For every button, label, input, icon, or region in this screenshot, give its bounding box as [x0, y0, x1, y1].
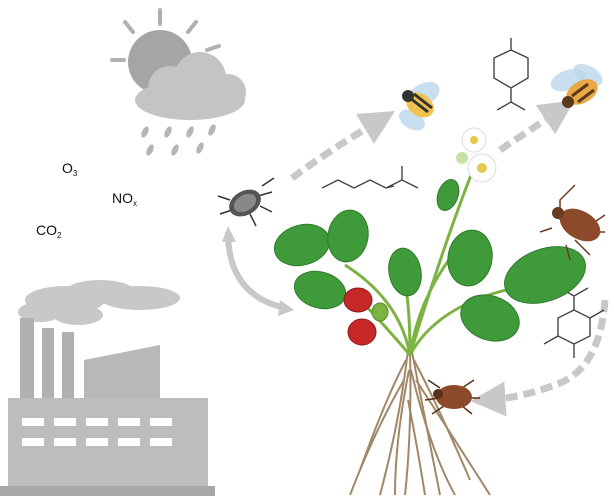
weevil-icon	[539, 184, 606, 261]
bee-icon	[399, 81, 440, 131]
arrow-aphid-to-bee	[289, 110, 396, 181]
interaction-arrows	[289, 100, 609, 417]
nitrogen-oxides-label: NOx	[112, 190, 137, 208]
beetle-icon	[424, 379, 480, 415]
strawberry-plant-icon	[273, 127, 586, 496]
ozone-label: O3	[62, 160, 78, 178]
carbon-dioxide-label: CO2	[36, 222, 62, 240]
cloud-rain-icon	[110, 8, 246, 156]
arrow-aphid-plant-solid	[222, 226, 294, 316]
arrow-weevil-to-beetle	[470, 299, 609, 417]
aphid-icon	[217, 177, 275, 227]
arrow-flower-to-bee	[498, 100, 575, 153]
bee-icon	[550, 63, 603, 108]
factory-icon	[0, 280, 215, 496]
